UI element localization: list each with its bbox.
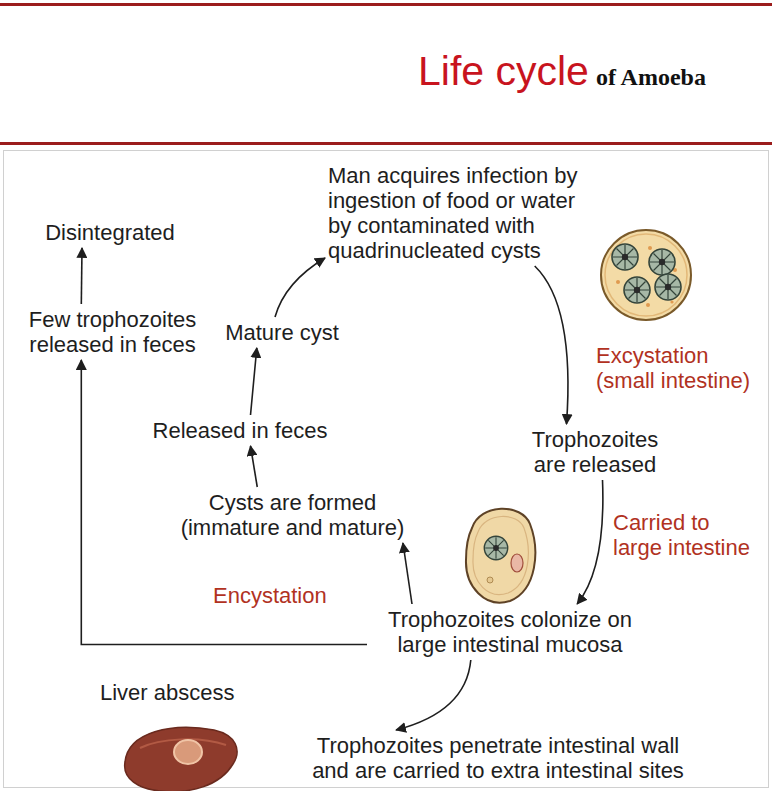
- header-group: Life cycle of Amoeba: [418, 48, 706, 95]
- flow-arrow: [251, 348, 257, 415]
- diagram-frame: [4, 151, 769, 788]
- stage-text-node: Cysts are formed (immature and mature): [175, 490, 410, 540]
- stage-text-node: Few trophozoites released in feces: [15, 307, 210, 357]
- node-text: Released in feces: [135, 418, 345, 443]
- flow-arrow: [403, 543, 412, 604]
- flow-arrow: [577, 480, 603, 604]
- diagram-title: Life cycle: [418, 48, 589, 95]
- stage-text-node: Released in feces: [135, 418, 345, 443]
- header-rule: [0, 3, 772, 6]
- stage-text-node: Trophozoites are released: [520, 427, 670, 477]
- illustration-label: Liver abscess: [100, 680, 235, 705]
- header-rule: [0, 142, 772, 145]
- trophozoite-illustration: [466, 509, 535, 603]
- stage-text-node: Disintegrated: [30, 220, 190, 245]
- flow-arrow: [535, 266, 568, 424]
- flow-arrow: [81, 248, 83, 304]
- cyst-illustration: [601, 230, 691, 320]
- flow-arrow: [275, 258, 325, 317]
- liver-illustration: [125, 727, 237, 791]
- node-text: Few trophozoites released in feces: [15, 307, 210, 357]
- flow-arrow: [251, 446, 258, 487]
- node-text: Trophozoites are released: [520, 427, 670, 477]
- edge-label: Carried to large intestine: [613, 510, 758, 560]
- stage-text-node: Trophozoites colonize on large intestina…: [370, 607, 650, 657]
- node-text: Cysts are formed (immature and mature): [175, 490, 410, 540]
- node-text: Trophozoites penetrate intestinal wall a…: [302, 733, 694, 783]
- node-text: Man acquires infection by ingestion of f…: [328, 163, 593, 263]
- stage-text-node: Trophozoites penetrate intestinal wall a…: [302, 733, 694, 783]
- title-suffix: of Amoeba: [596, 64, 706, 91]
- node-text: Mature cyst: [212, 320, 352, 345]
- edge-label: Excystation (small intestine): [596, 343, 768, 393]
- node-text: Trophozoites colonize on large intestina…: [370, 607, 650, 657]
- stage-text-node: Man acquires infection by ingestion of f…: [328, 163, 593, 263]
- node-text: Disintegrated: [30, 220, 190, 245]
- flow-arrow: [396, 660, 471, 730]
- edge-label: Encystation: [213, 583, 353, 608]
- stage-text-node: Mature cyst: [212, 320, 352, 345]
